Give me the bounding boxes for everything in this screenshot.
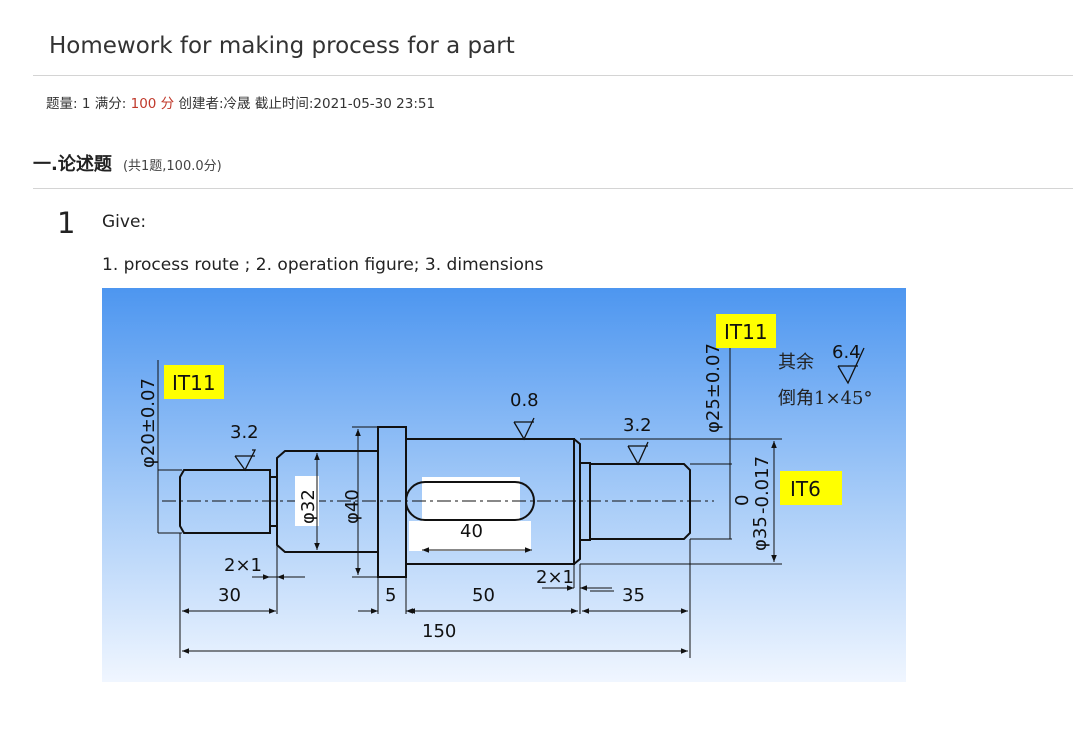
roughness-rest: 6.4 xyxy=(832,342,861,363)
tag-it11-right-text: IT11 xyxy=(724,320,768,344)
roughness-mid: 0.8 xyxy=(510,390,539,411)
shaft-drawing: IT11 IT11 IT6 φ20±0.07 φ25±0.07 φ35 0 -0… xyxy=(102,288,906,682)
deadline-value: 2021-05-30 23:51 xyxy=(313,96,436,112)
roughness-symbol-right xyxy=(627,441,649,466)
dim-phi35: φ35 xyxy=(750,516,771,551)
dim-length-30: 30 xyxy=(218,585,241,606)
question-count-label: 题量: xyxy=(46,96,78,112)
note-rest: 其余 xyxy=(778,352,814,373)
question-text-line1: Give: xyxy=(102,212,147,232)
dim-length-150: 150 xyxy=(422,621,456,642)
title-divider xyxy=(33,75,1073,76)
creator-value: 冷晟 xyxy=(223,96,251,112)
section-divider xyxy=(33,188,1073,189)
deadline-label: 截止时间: xyxy=(254,96,314,112)
dim-length-50: 50 xyxy=(472,585,495,606)
roughness-left: 3.2 xyxy=(230,422,259,443)
part-drawing-figure: IT11 IT11 IT6 φ20±0.07 φ25±0.07 φ35 0 -0… xyxy=(102,288,906,682)
dim-phi32: φ32 xyxy=(298,489,319,524)
question-count-value: 1 xyxy=(81,96,91,112)
dim-tol-lower: -0.017 xyxy=(752,456,773,514)
dim-groove-left: 2×1 xyxy=(224,555,262,576)
section-title: 一.论述题 xyxy=(33,154,112,175)
question-number: 1 xyxy=(57,206,76,240)
tag-it11-right xyxy=(716,314,776,348)
question-text-line2: 1. process route ; 2. operation figure; … xyxy=(102,255,544,275)
roughness-right: 3.2 xyxy=(623,415,652,436)
tag-it11-left-text: IT11 xyxy=(172,371,216,395)
dim-groove-right: 2×1 xyxy=(536,567,574,588)
dim-phi40: φ40 xyxy=(342,489,363,524)
dim-tol-upper: 0 xyxy=(732,495,753,506)
full-score-label: 满分: xyxy=(94,96,127,112)
section-header: 一.论述题 (共1题,100.0分) xyxy=(33,150,222,176)
creator-label: 创建者: xyxy=(178,96,224,112)
assignment-meta: 题量: 1 满分: 100 分 创建者:冷晟 截止时间:2021-05-30 2… xyxy=(46,92,435,112)
dim-length-40: 40 xyxy=(460,521,483,542)
dim-phi20: φ20±0.07 xyxy=(138,378,159,468)
tag-it6 xyxy=(780,471,842,505)
dim-length-35: 35 xyxy=(622,585,645,606)
tag-it6-text: IT6 xyxy=(790,477,821,501)
shaft-left-end xyxy=(179,469,271,534)
tag-it11-left xyxy=(164,365,224,399)
roughness-symbol-rest xyxy=(837,347,865,385)
roughness-symbol-left xyxy=(234,449,257,472)
roughness-symbol-mid xyxy=(513,417,535,441)
full-score-value: 100 分 xyxy=(130,96,175,112)
page-title: Homework for making process for a part xyxy=(49,33,515,59)
dim-phi25: φ25±0.07 xyxy=(703,343,724,433)
dim-length-5: 5 xyxy=(385,585,396,606)
section-subtitle: (共1题,100.0分) xyxy=(122,159,222,174)
note-chamfer: 倒角1×45° xyxy=(778,388,872,409)
